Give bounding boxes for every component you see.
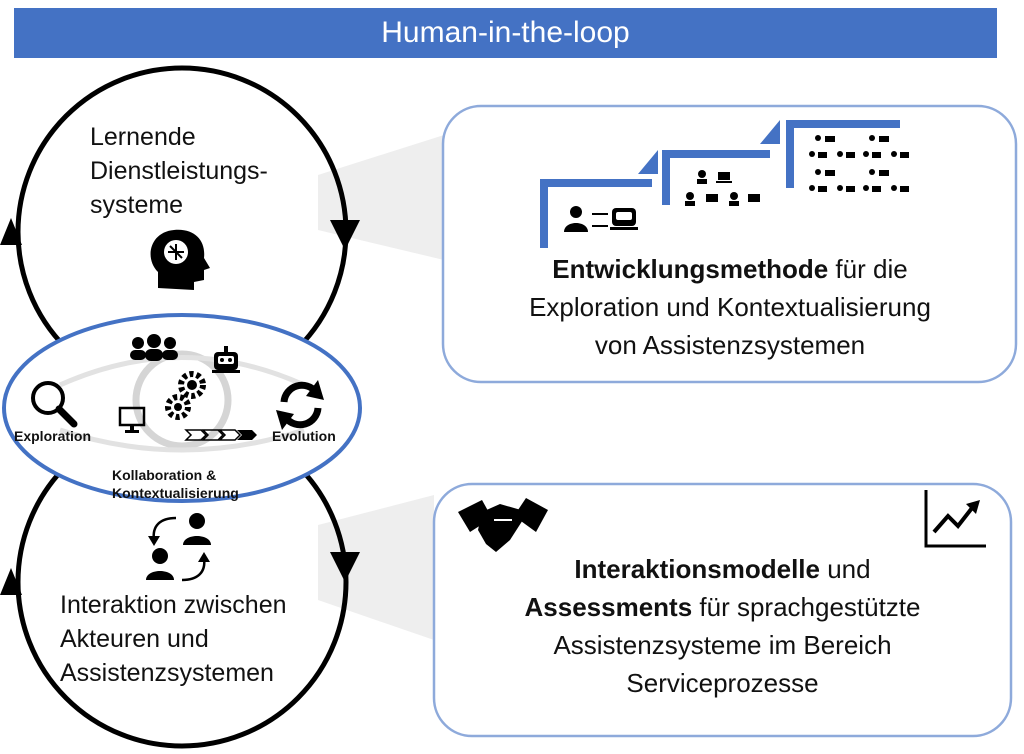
- box-top-bold: Entwicklungsmethode: [552, 254, 829, 284]
- bottom-label-line-2: Akteuren und: [60, 625, 209, 653]
- arrow-up-left-top: [0, 218, 22, 245]
- center-label-collaboration: Kollaboration & Kontextualisierung: [112, 466, 239, 502]
- gears-icon: [165, 371, 206, 420]
- arrow-down-right-top: [330, 220, 360, 250]
- center-label-exploration: Exploration: [14, 428, 92, 444]
- monitor-icon: [118, 406, 146, 433]
- center-ellipse: [2, 313, 362, 503]
- center-bottom-line-2: Kontextualisierung: [112, 485, 239, 501]
- stairs-icon: [540, 120, 900, 248]
- box-bottom-bold-1: Interaktionsmodelle: [574, 554, 820, 584]
- chart-rising-icon: [924, 490, 986, 548]
- box-interaktionsmodelle: [432, 482, 1013, 738]
- person-exchange-icon: [146, 513, 211, 582]
- center-label-evolution: Evolution: [272, 428, 336, 444]
- top-label-line-2: Dienstleistungs-: [90, 157, 268, 185]
- box-top-text: Entwicklungsmethode für die Exploration …: [450, 250, 1010, 364]
- top-label-line-1: Lernende: [90, 123, 196, 151]
- mini-network-icon: [685, 170, 760, 206]
- connector-top: [318, 135, 444, 260]
- bottom-label-line-1: Interaktion zwischen: [60, 591, 287, 619]
- title-banner: Human-in-the-loop: [14, 8, 997, 58]
- box-bottom-text: Interaktionsmodelle und Assessments für …: [440, 550, 1005, 702]
- magnifier-icon: [31, 381, 78, 428]
- box-bottom-line-4: Serviceprozesse: [626, 668, 819, 698]
- bottom-label-line-3: Assistenzsystemen: [60, 659, 274, 687]
- robot-icon: [212, 346, 240, 373]
- box-bottom-line-3: Assistenzsysteme im Bereich: [553, 630, 892, 660]
- mini-network-large-icon: [809, 135, 909, 192]
- box-top-line-3: von Assistenzsystemen: [594, 330, 866, 360]
- box-bottom-rest-2: für sprachgestützte: [692, 592, 921, 622]
- bottom-cycle-label: Interaktion zwischen Akteuren und Assist…: [60, 588, 287, 690]
- center-ring: [132, 350, 232, 450]
- box-top-line-2: Exploration und Kontextualisierung: [529, 292, 931, 322]
- handshake-icon: [458, 498, 548, 552]
- center-bottom-line-1: Kollaboration &: [112, 467, 217, 483]
- banner-title: Human-in-the-loop: [381, 16, 630, 49]
- top-label-line-3: systeme: [90, 191, 184, 219]
- box-top-rest: für die: [828, 254, 908, 284]
- box-bottom-rest-1: und: [820, 554, 871, 584]
- refresh-icon: [276, 380, 324, 430]
- top-cycle-label: Lernende Dienstleistungs- systeme: [90, 120, 268, 222]
- connector-bottom: [318, 495, 434, 640]
- arrow-down-right-bottom: [330, 552, 360, 582]
- box-entwicklungsmethode: [441, 104, 1018, 384]
- box-bottom-bold-2: Assessments: [524, 592, 693, 622]
- process-arrows-icon: [184, 429, 257, 441]
- brain-head-icon: [150, 229, 210, 290]
- arrow-up-left-bottom: [0, 568, 22, 595]
- people-group-icon: [130, 334, 178, 361]
